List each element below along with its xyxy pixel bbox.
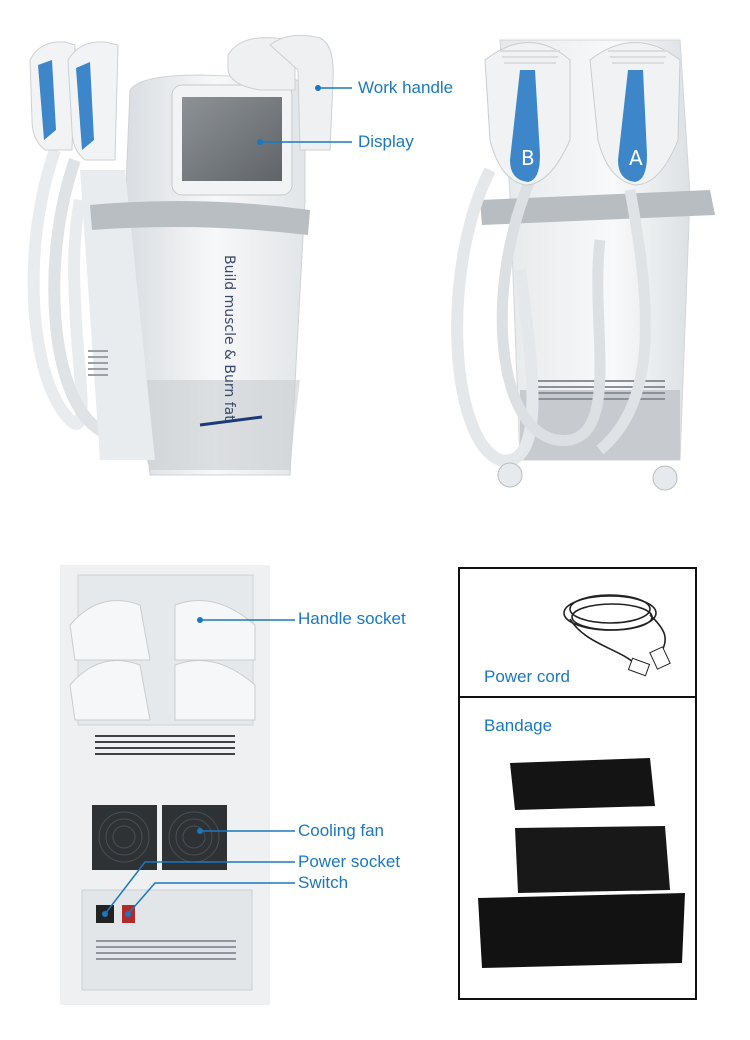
machine-branding-text: Build muscle & Burn fat	[221, 255, 237, 421]
callout-power-socket: Power socket	[298, 852, 401, 871]
rear-panel-photo	[60, 565, 270, 1005]
rear-panel-illustration	[60, 565, 270, 1005]
callout-cooling-fan: Cooling fan	[298, 821, 385, 840]
power-cord-illustration	[563, 594, 671, 677]
front-machine-illustration	[27, 34, 340, 476]
front-callout-lines	[340, 87, 352, 143]
handle-letter-a: A	[629, 146, 643, 170]
back-view-photo: B A	[440, 20, 740, 495]
rear-callout-lines	[104, 619, 295, 915]
callout-handle-socket: Handle socket	[298, 609, 406, 628]
front-view-photo: Build muscle & Burn fat	[0, 0, 340, 500]
power-cord-label: Power cord	[484, 667, 570, 686]
handle-letter-b: B	[521, 146, 535, 170]
bandage-label: Bandage	[484, 716, 553, 735]
back-machine-illustration	[451, 39, 715, 491]
bandage-illustration	[478, 758, 685, 968]
bandage-box: Bandage	[458, 696, 697, 1000]
callout-display: Display	[358, 132, 414, 151]
power-cord-box: Power cord	[458, 567, 697, 698]
callout-work-handle: Work handle	[358, 78, 454, 97]
callout-switch: Switch	[298, 873, 349, 892]
